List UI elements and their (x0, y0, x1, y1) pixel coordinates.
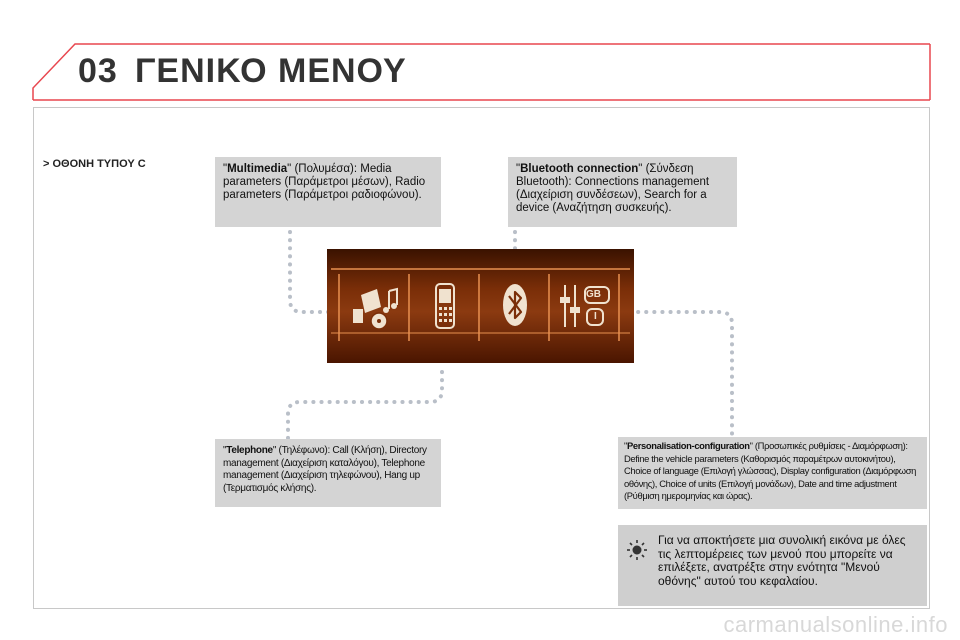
section-label: > ΟΘΟΝΗ ΤΥΠΟΥ C (43, 158, 146, 170)
multimedia-text: (Πολυμέσα): Media parameters (Παράμετροι… (223, 163, 426, 201)
display-screen: GB I (327, 249, 634, 363)
chapter-title: ΓΕΝΙΚΟ ΜΕΝΟΥ (135, 52, 407, 90)
tip-box: Για να αποκτήσετε μια συνολική εικόνα με… (618, 525, 927, 606)
tip-text: Για να αποκτήσετε μια συνολική εικόνα με… (658, 533, 906, 588)
telephone-name: Telephone (226, 445, 273, 456)
telephone-description: "Telephone" (Τηλέφωνο): Call (Κλήση), Di… (215, 439, 441, 507)
settings-icon (560, 285, 610, 327)
chapter-header-tab (32, 43, 931, 101)
personalisation-description: "Personalisation-configuration" (Προσωπι… (618, 437, 927, 509)
watermark: carmanualsonline.info (723, 612, 948, 637)
bluetooth-text: (Σύνδεση Bluetooth): Connections managem… (516, 163, 710, 214)
i-label: I (594, 311, 597, 322)
personalisation-name: Personalisation-configuration (626, 440, 750, 451)
screen-menu-bar (331, 268, 630, 341)
lightbulb-icon (627, 540, 647, 560)
bluetooth-description: "Bluetooth connection" (Σύνδεση Bluetoot… (508, 157, 737, 227)
phone-icon (435, 283, 455, 329)
multimedia-description: "Multimedia" (Πολυμέσα): Media parameter… (215, 157, 441, 227)
personalisation-text: (Προσωπικές ρυθμίσεις - Διαμόρφωση): Def… (624, 440, 916, 501)
multimedia-icon (353, 287, 398, 330)
telephone-text: (Τηλέφωνο): Call (Κλήση), Directory mana… (223, 445, 427, 494)
chapter-number: 03 (78, 52, 118, 90)
bluetooth-name: Bluetooth connection (520, 163, 639, 175)
gb-label: GB (586, 289, 601, 300)
bluetooth-icon (503, 284, 527, 326)
multimedia-name: Multimedia (227, 163, 288, 175)
